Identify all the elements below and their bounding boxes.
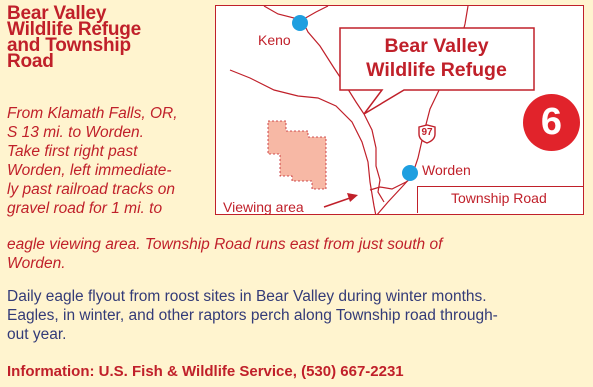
- map-drawing: [229, 6, 535, 214]
- directions-line: Worden.: [7, 255, 66, 272]
- directions-line: Take first right past: [7, 143, 138, 160]
- us-highway-shield-icon: 97: [417, 124, 437, 144]
- description-line: Eagles, in winter, and other raptors per…: [7, 307, 498, 324]
- callout-outline: [339, 27, 535, 115]
- keno-road-east: [301, 6, 329, 21]
- directions-line: S 13 mi. to Worden.: [7, 124, 144, 141]
- site-title: Bear Valley Wildlife Refuge and Township…: [7, 3, 207, 72]
- worden-label: Worden: [422, 162, 471, 178]
- directions-line: eagle viewing area. Township Road runs e…: [7, 236, 443, 253]
- directions-line: Worden, left immediate-: [7, 162, 172, 179]
- site-title-line: Bear Valley: [7, 3, 107, 24]
- description-line: out year.: [7, 326, 67, 343]
- arrow-icon: [347, 193, 358, 202]
- directions-line: ly past railroad tracks on: [7, 181, 175, 198]
- viewing-area-arrow-line: [323, 197, 351, 208]
- railroad-line: [229, 69, 377, 214]
- site-number-badge: 6: [523, 94, 580, 151]
- directions-text: From Klamath Falls, OR, S 13 mi. to Word…: [7, 104, 207, 218]
- description-line: Daily eagle flyout from roost sites in B…: [7, 288, 487, 305]
- refuge-callout-line: Bear Valley: [384, 35, 489, 57]
- site-title-line: Road: [7, 51, 54, 72]
- contact-information: Information: U.S. Fish & Wildlife Servic…: [7, 363, 404, 380]
- site-title-line: Wildlife Refuge: [7, 19, 142, 40]
- refuge-callout-line: Wildlife Refuge: [366, 59, 507, 81]
- directions-line: From Klamath Falls, OR,: [7, 105, 178, 122]
- town-dot-icon: [402, 165, 418, 181]
- viewing-area-label: Viewing area: [223, 199, 304, 215]
- description-text: Daily eagle flyout from roost sites in B…: [7, 287, 591, 344]
- valley-road: [363, 113, 385, 203]
- location-map: Bear Valley Wildlife Refuge Keno Worden …: [215, 5, 584, 215]
- refuge-area: [267, 120, 327, 190]
- highway-number: 97: [421, 127, 433, 138]
- site-title-line: and Township: [7, 35, 131, 56]
- directions-text-continued: eagle viewing area. Township Road runs e…: [7, 235, 587, 273]
- township-road-label: Township Road: [417, 186, 583, 213]
- directions-line: gravel road for 1 mi. to: [7, 200, 163, 217]
- town-dot-icon: [292, 15, 308, 31]
- refuge-callout: Bear Valley Wildlife Refuge: [339, 29, 534, 89]
- keno-road: [263, 6, 365, 115]
- keno-label: Keno: [258, 32, 291, 48]
